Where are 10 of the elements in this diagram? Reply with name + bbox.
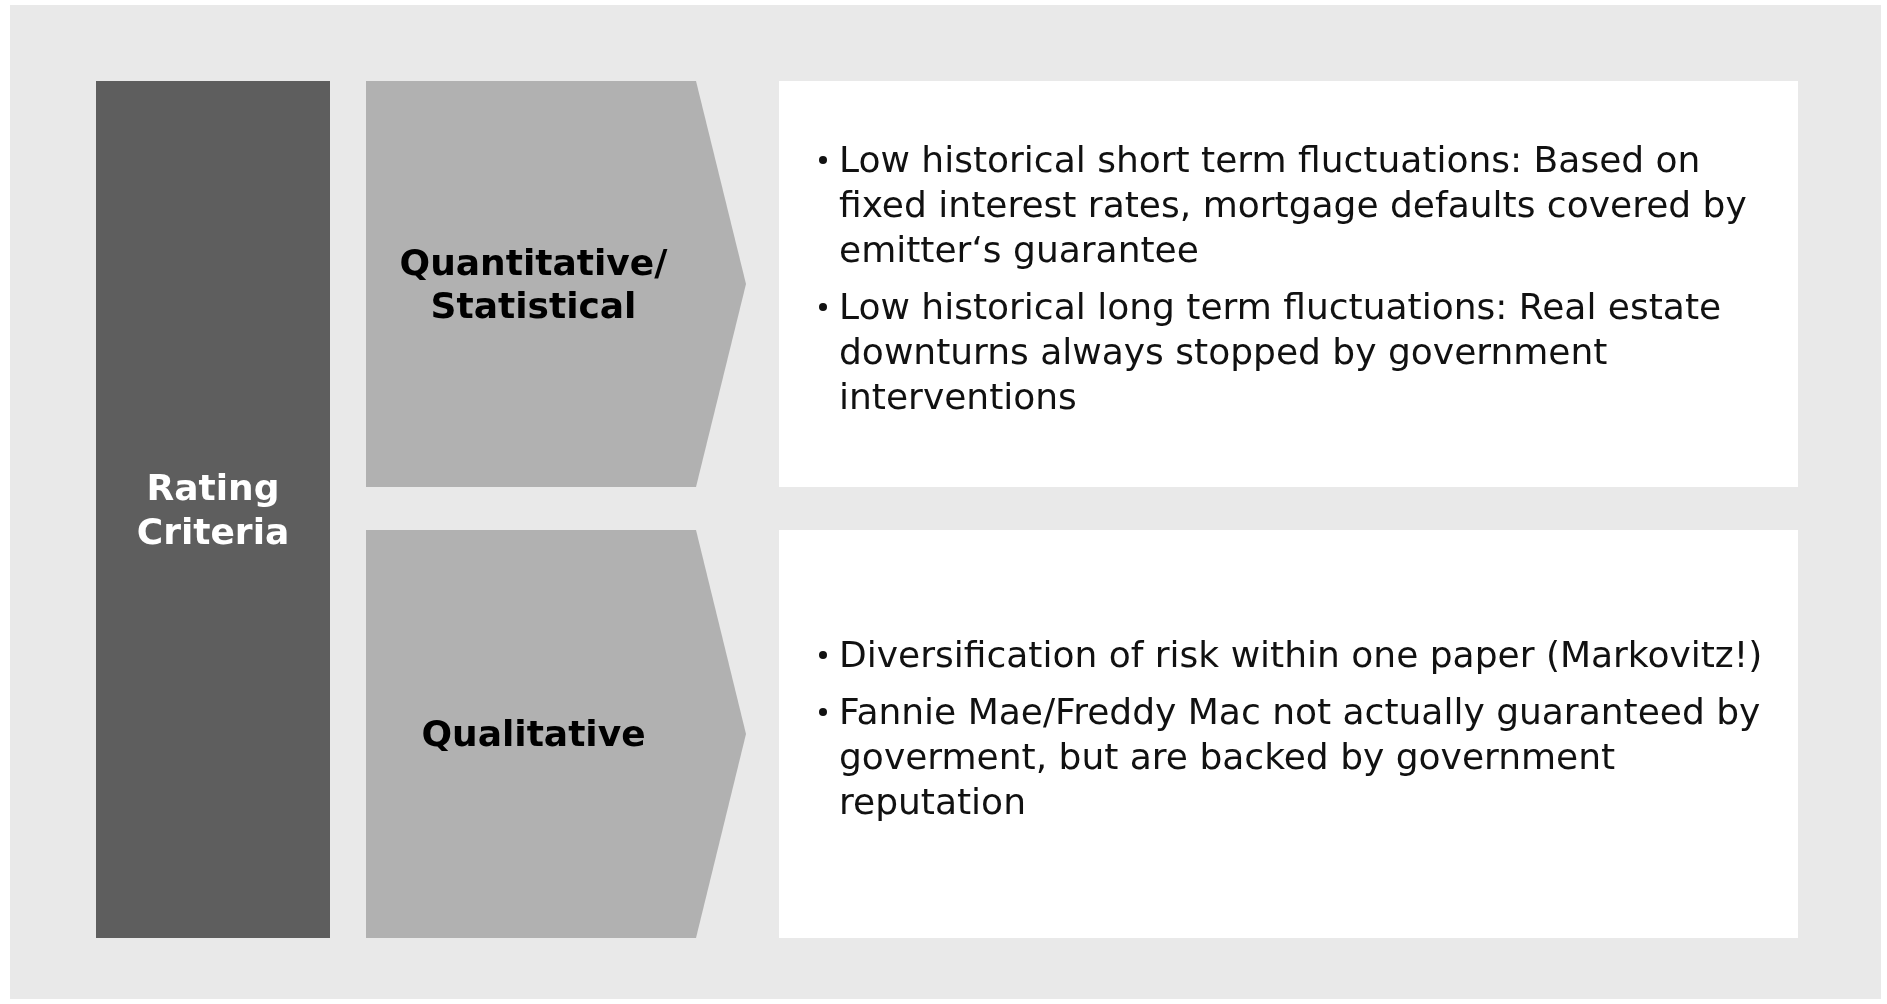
chevron-label: Qualitative <box>421 712 646 756</box>
bullet-text: Fannie Mae/Freddy Mac not actually guaranteed by goverment, but are backed by government reputation <box>839 691 1761 822</box>
category-label: Rating Criteria <box>135 466 291 553</box>
text-panel <box>779 81 1798 487</box>
bullet-text: Diversification of risk within one paper (Markovitz!) <box>839 634 1763 675</box>
category-bar <box>96 81 330 938</box>
text-panel <box>779 530 1798 938</box>
bullet-text: Low historical short term fluctuations: Based on fixed interest rates, mortgage defaults covered by emitter‘s guarantee <box>839 139 1747 270</box>
bullet-text: Low historical long term fluctuations: Real estate downturns always stopped by government interventions <box>839 286 1722 417</box>
chevron-label: Quantitative/ Statistical <box>398 240 669 328</box>
